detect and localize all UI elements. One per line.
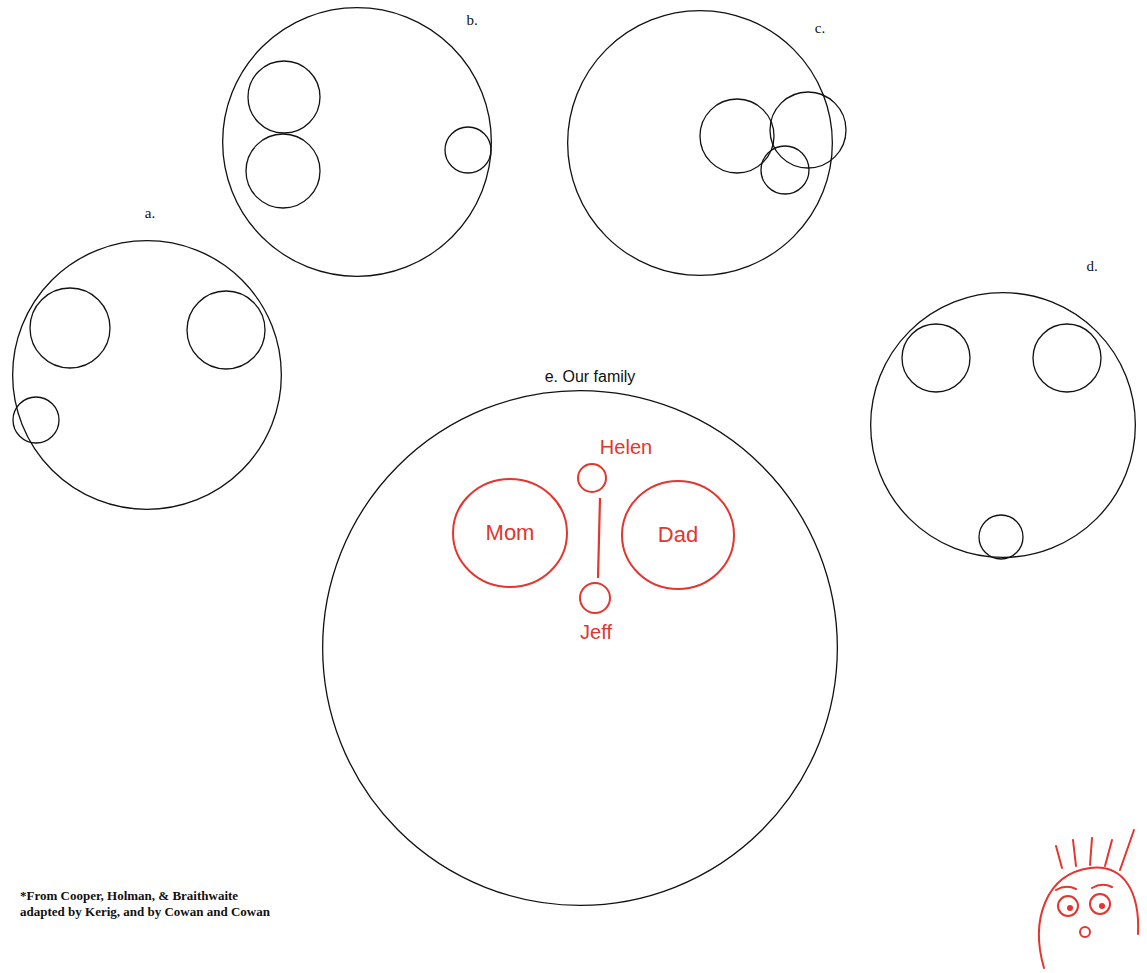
circle-outline <box>322 390 838 906</box>
hair-stroke <box>1056 846 1062 868</box>
divider-line <box>598 498 600 578</box>
family-circle: e. Our familyHelenMomDadJeff <box>322 390 838 906</box>
circle-label: a. <box>145 205 155 222</box>
member-circle: Mom <box>452 478 568 588</box>
pupil <box>1067 905 1073 911</box>
family-circle: d. <box>870 292 1136 558</box>
member-circle: Dad <box>621 480 735 590</box>
circle-outline-shape <box>871 293 1136 558</box>
eyebrow <box>1092 885 1112 888</box>
member-circle <box>445 127 491 173</box>
circle-outline-shape <box>223 8 492 277</box>
hair-stroke <box>1090 838 1092 865</box>
member-circle <box>761 146 809 194</box>
hair-stroke <box>1073 840 1076 866</box>
circle-outline-shape <box>580 583 610 613</box>
member-circle <box>902 324 970 392</box>
circle-label: Jeff <box>580 621 612 643</box>
hair-stroke <box>1105 840 1112 866</box>
member-name: Dad <box>658 523 698 547</box>
eye <box>1090 894 1110 914</box>
pupil <box>1099 903 1105 909</box>
member-name: Mom <box>486 521 535 545</box>
hair-stroke <box>1120 830 1134 870</box>
circle-label: d. <box>1086 258 1097 275</box>
member-circle <box>246 134 320 208</box>
circle-outline-shape <box>323 391 838 906</box>
eye <box>1058 896 1078 916</box>
eyebrow <box>1056 887 1076 890</box>
circle-label: c. <box>815 20 825 37</box>
circle-outline <box>567 10 833 276</box>
circle-outline-shape <box>622 481 734 589</box>
circle-outline <box>577 463 607 493</box>
circle-outline <box>579 582 611 614</box>
pupils <box>1067 903 1105 911</box>
face-doodle <box>1039 830 1138 968</box>
member-circle: Helen <box>577 463 607 493</box>
circle-outline-shape <box>13 241 282 510</box>
member-circle <box>30 288 110 368</box>
head-outline <box>1039 868 1138 968</box>
circle-label: Helen <box>600 436 652 458</box>
circle-outline-shape <box>578 464 606 492</box>
source-note: *From Cooper, Holman, & Braithwaite adap… <box>20 888 282 921</box>
nose <box>1080 927 1090 937</box>
member-circle <box>770 92 846 168</box>
member-circle <box>248 61 320 133</box>
member-circle: Jeff <box>579 582 611 614</box>
circle-outline-shape <box>568 11 833 276</box>
circle-label: e. Our family <box>545 368 636 386</box>
circle-outline <box>870 292 1136 558</box>
family-circle: a. <box>12 240 282 510</box>
member-circle <box>1033 324 1101 392</box>
family-circle: c. <box>567 10 833 276</box>
circle-outline <box>12 240 282 510</box>
circle-outline <box>222 7 492 277</box>
circle-outline-shape <box>453 479 567 587</box>
circle-label: b. <box>466 12 477 29</box>
family-circle: b. <box>222 7 492 277</box>
member-circle <box>187 291 265 369</box>
member-circle <box>979 515 1023 559</box>
